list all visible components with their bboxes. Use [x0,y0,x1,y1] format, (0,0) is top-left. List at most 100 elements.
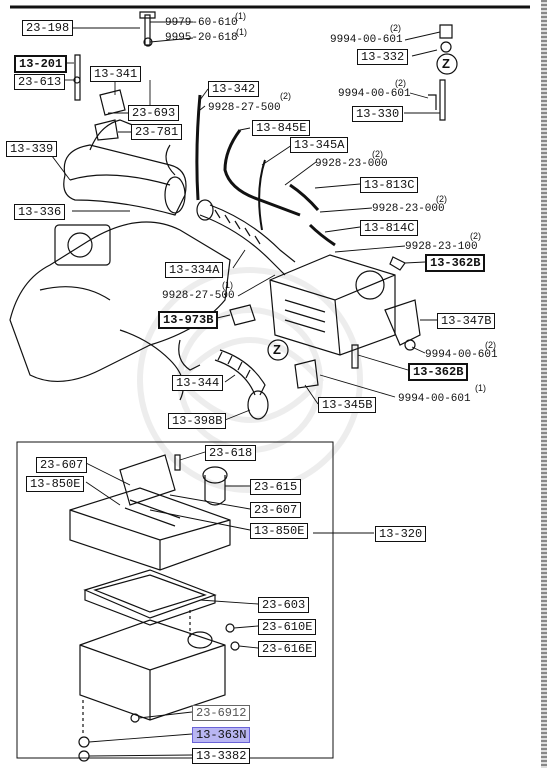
label-13-320: 13-320 [375,526,427,542]
qty-9928-27-500-mid: (1) [222,280,233,290]
label-13-814c: 13-814C [360,220,419,236]
label-9979-60-610: 9979-60-610 [165,17,238,29]
z-circle-2 [267,339,289,361]
label-13-347b: 13-347B [437,313,496,329]
label-23-607-b: 23-607 [250,502,302,518]
label-9928-27-500-top: 9928-27-500 [208,102,281,114]
bracket-23-781 [94,119,119,141]
qty-9928-27-500-top: (2) [280,91,291,101]
bracket-13-345b [294,359,319,389]
qty-9928-23-000-a: (2) [372,149,383,159]
bracket-13-341 [99,89,126,116]
bolt-13-332 [439,24,453,39]
label-9994-00-601-top: 9994-00-601 [330,34,403,46]
bolt-13-330 [428,79,446,121]
filter-element-23-603 [83,569,217,626]
label-13-850e-b: 13-850E [250,523,309,539]
label-23-6912: 23-6912 [192,705,251,721]
label-9994-00-601-low: 9994-00-601 [398,393,471,405]
bolt-13-362b-upper [389,256,406,271]
nut-9994-bracket [404,339,416,351]
clip-23-616e [230,641,240,651]
washer-13-332 [440,41,452,53]
label-23-781: 23-781 [131,124,183,140]
hose-13-814c [308,223,336,247]
label-13-339: 13-339 [6,141,58,157]
label-23-618: 23-618 [205,445,257,461]
qty-9995: (1) [236,27,247,37]
label-13-362b-lower: 13-362B [408,363,469,381]
bolt-23-198 [139,11,156,46]
qty-9994-top: (2) [390,23,401,33]
label-9928-27-500-mid: 9928-27-500 [162,290,235,302]
label-13-398b: 13-398B [168,413,227,429]
label-23-613: 23-613 [14,74,66,90]
clip-13-363n [78,736,90,748]
ring-13-398b [247,390,269,420]
hose-13-342 [195,94,202,201]
label-13-344: 13-344 [172,375,224,391]
pad-13-973b [229,304,256,326]
label-13-330: 13-330 [352,106,404,122]
air-cleaner-lower-case [79,619,226,721]
label-23-616e: 23-616E [258,641,317,657]
z-mark-1: Z [442,56,450,71]
intake-hose-13-334a [196,199,296,276]
label-13-850e-a: 13-850E [26,476,85,492]
right-edge-border [541,0,547,768]
label-23-610e: 23-610E [258,619,317,635]
qty-9994-bracket: (2) [485,340,496,350]
block-23-607 [119,454,176,506]
qty-9928-23-000-b: (2) [436,194,447,204]
label-13-845e: 13-845E [252,120,311,136]
assembly-frame [16,441,334,759]
grommet-23-610e [225,623,235,633]
pipe-13-845e [223,129,301,217]
label-13-973b: 13-973B [158,311,219,329]
qty-9994-low: (1) [475,383,486,393]
qty-9994-mid: (2) [395,78,406,88]
label-13-3382: 13-3382 [192,748,251,764]
label-9928-23-100: 9928-23-100 [405,241,478,253]
tube-13-345a [258,159,266,231]
qty-9928-23-100: (2) [470,231,481,241]
air-cleaner-lower-cover [69,487,231,571]
label-9994-00-601-mid: 9994-00-601 [338,88,411,100]
label-13-345b: 13-345B [318,397,377,413]
bracket-13-347b [384,299,421,346]
label-23-607-a: 23-607 [36,457,88,473]
duct-13-973b [178,339,201,371]
label-13-345a: 13-345A [290,137,349,153]
label-23-603: 23-603 [258,597,310,613]
label-13-342: 13-342 [208,81,260,97]
label-13-341: 13-341 [90,66,142,82]
qty-9979: (1) [235,11,246,21]
label-13-813c: 13-813C [360,177,419,193]
label-23-615: 23-615 [250,479,302,495]
label-9928-23-000-b: 9928-23-000 [372,203,445,215]
label-23-198: 23-198 [22,20,74,36]
bolt-13-201 [74,54,81,101]
label-13-362b-upper: 13-362B [425,254,486,272]
z-circle-1 [436,53,458,75]
label-23-693: 23-693 [128,105,180,121]
leader-lines [45,21,441,757]
label-13-363n[interactable]: 13-363N [192,727,251,743]
bolt-23-618 [174,454,181,471]
label-9928-23-000-a: 9928-23-000 [315,158,388,170]
hose-13-344 [214,349,266,396]
air-cleaner-upper [269,254,396,356]
hose-13-813c [289,183,320,211]
plug-13-3382 [78,750,90,762]
label-13-336: 13-336 [14,204,66,220]
label-13-334a: 13-334A [165,262,224,278]
clip-hose [165,144,176,176]
label-13-201: 13-201 [14,55,68,73]
label-9995-20-618: 9995-20-618 [165,32,238,44]
z-mark-2: Z [273,342,281,357]
label-9994-00-601-bracket: 9994-00-601 [425,349,498,361]
bolt-13-362b-lower [351,344,359,369]
intake-23-615 [202,466,228,506]
air-duct-13-339 [63,119,187,216]
